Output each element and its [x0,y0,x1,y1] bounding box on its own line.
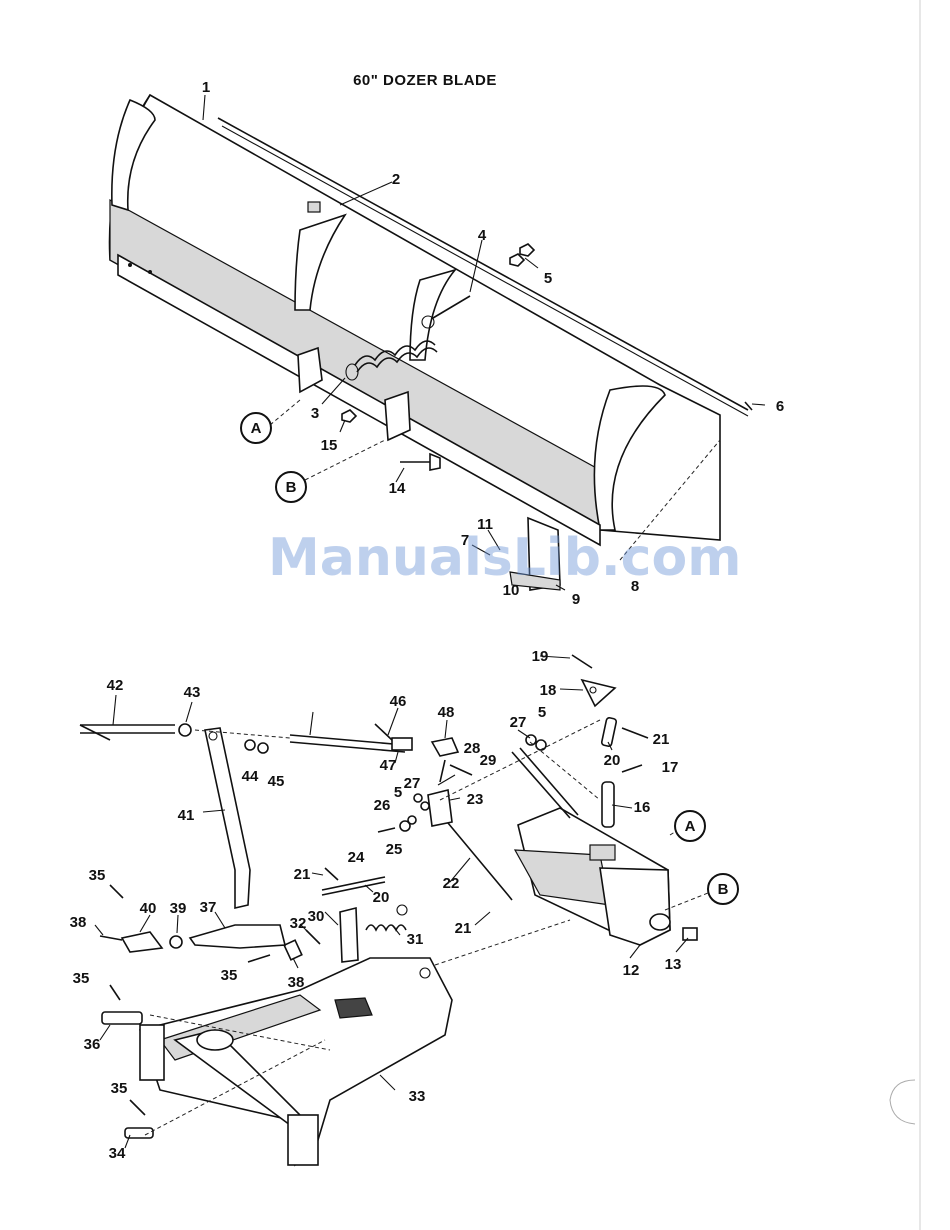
callout-21: 21 [294,866,311,883]
callout-14: 14 [389,480,406,497]
callout-34: 34 [109,1145,126,1162]
callout-42: 42 [107,677,124,694]
callout-5: 5 [394,784,402,801]
ref-letter: A [251,420,262,437]
ref-circle-a-lower: A [675,811,705,841]
callout-16: 16 [634,799,651,816]
callout-30: 30 [308,908,325,925]
callout-37: 37 [200,899,217,916]
callout-43: 43 [184,684,201,701]
callout-21: 21 [455,920,472,937]
callout-36: 36 [84,1036,101,1053]
watermark: ManualsLib.com [268,528,698,588]
callout-44: 44 [242,768,259,785]
callout-17: 17 [662,759,679,776]
callout-38: 38 [70,914,87,931]
callout-35: 35 [89,867,106,884]
callout-20: 20 [604,752,621,769]
callout-48: 48 [438,704,455,721]
callout-12: 12 [623,962,640,979]
callout-23: 23 [467,791,484,808]
ref-letter: B [718,881,729,898]
callout-18: 18 [540,682,557,699]
callout-35: 35 [111,1080,128,1097]
callout-27: 27 [510,714,527,731]
callout-21: 21 [653,731,670,748]
callout-25: 25 [386,841,403,858]
callout-22: 22 [443,875,460,892]
callout-40: 40 [140,900,157,917]
callout-15: 15 [321,437,338,454]
callout-9: 9 [572,591,580,608]
callout-20: 20 [373,889,390,906]
callout-26: 26 [374,797,391,814]
callout-29: 29 [480,752,497,769]
callout-13: 13 [665,956,682,973]
callout-6: 6 [776,398,784,415]
ref-circle-b-upper: B [276,472,306,502]
callout-45: 45 [268,773,285,790]
callout-3: 3 [311,405,319,422]
callout-46: 46 [390,693,407,710]
callout-35: 35 [73,970,90,987]
callout-24: 24 [348,849,365,866]
callout-32: 32 [290,915,307,932]
callout-27: 27 [404,775,421,792]
callout-41: 41 [178,807,195,824]
callout-5: 5 [538,704,546,721]
callout-5: 5 [544,270,552,287]
ref-circle-a-upper: A [241,413,271,443]
ref-letter: A [685,818,696,835]
callout-19: 19 [532,648,549,665]
callout-31: 31 [407,931,424,948]
callout-33: 33 [409,1088,426,1105]
callout-1: 1 [202,79,210,96]
ref-circle-b-lower: B [708,874,738,904]
callout-38: 38 [288,974,305,991]
callout-28: 28 [464,740,481,757]
callout-2: 2 [392,171,400,188]
ref-letter: B [286,479,297,496]
callout-4: 4 [478,227,487,244]
callout-35: 35 [221,967,238,984]
callout-39: 39 [170,900,187,917]
callout-47: 47 [380,757,397,774]
dozer-blade-assembly [110,95,766,590]
